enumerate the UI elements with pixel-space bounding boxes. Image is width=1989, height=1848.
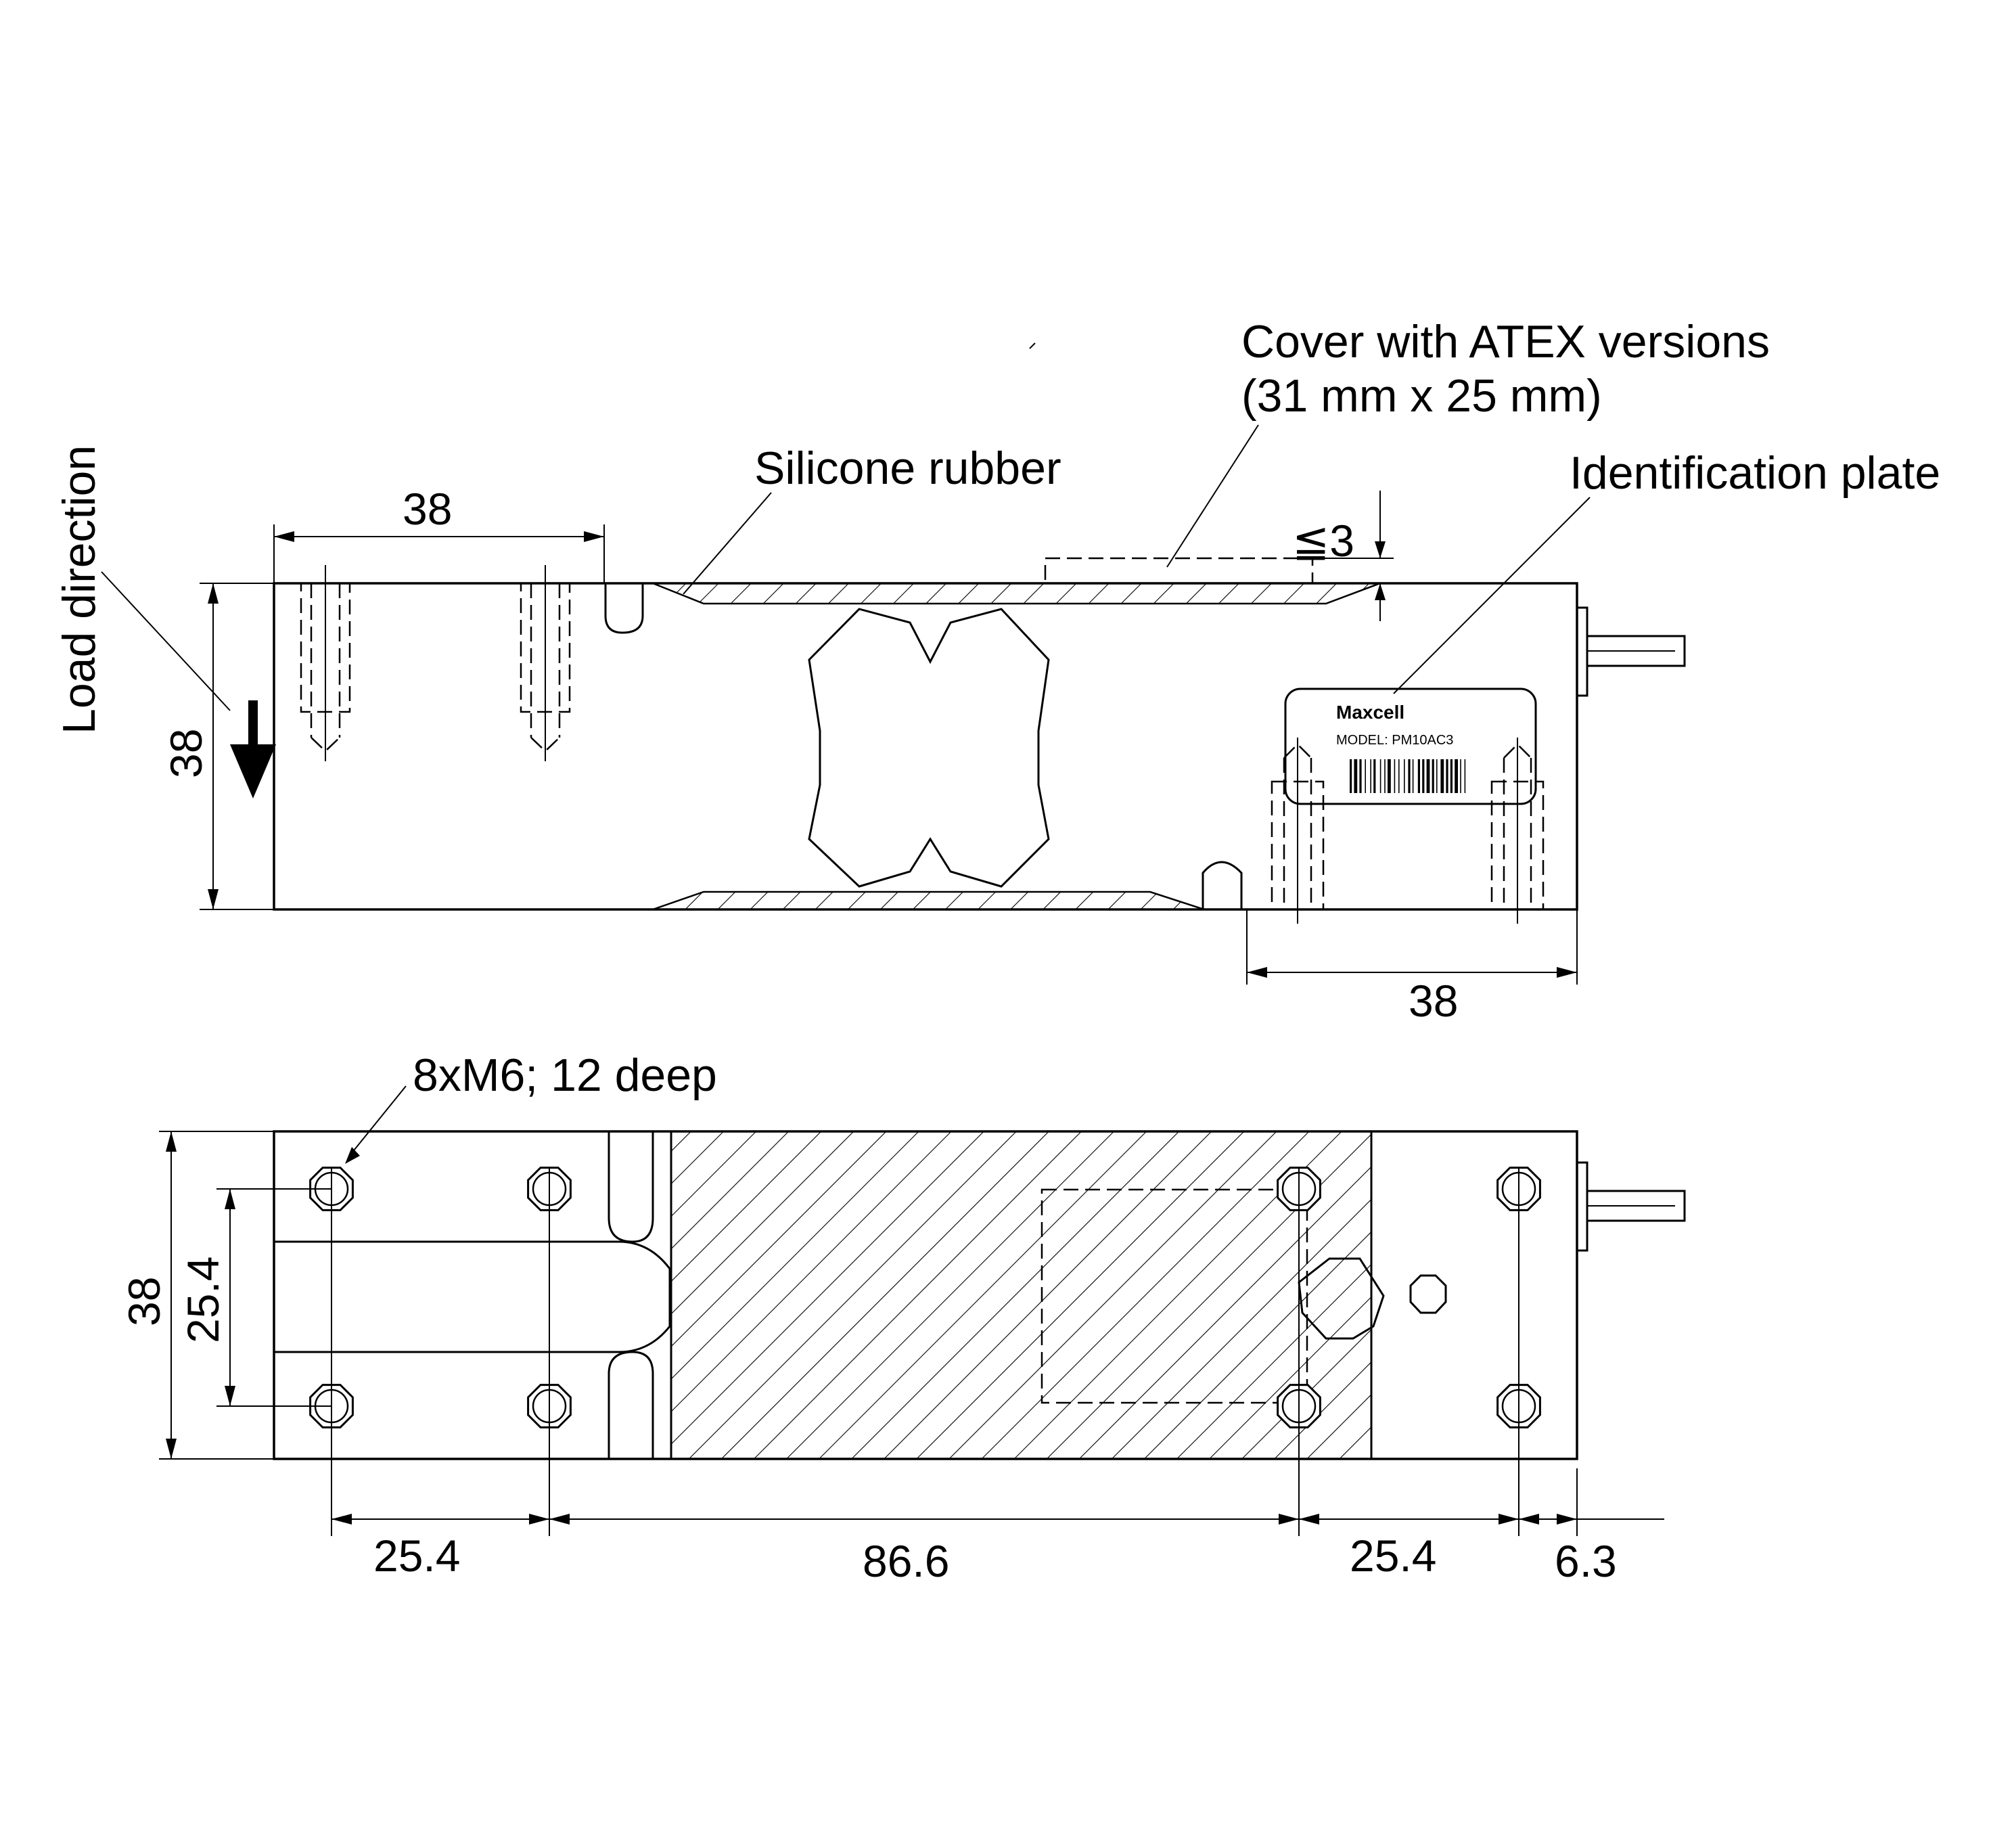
atex-cover-outline <box>1044 557 1314 585</box>
svg-text:38: 38 <box>119 1277 169 1326</box>
plate-barcode <box>1350 759 1466 793</box>
plan-view: 25.4 86.6 25.4 6.3 38 25.4 8xM6; 12 deep <box>119 1050 1686 1586</box>
strain-gauge-cavity <box>808 608 1050 888</box>
svg-text:≦3: ≦3 <box>1292 516 1354 566</box>
threaded-holes-plan <box>309 1167 1541 1428</box>
silicone-label: Silicone rubber <box>754 443 1061 494</box>
silicone-rubber-bottom <box>652 891 1205 911</box>
plan-cable <box>1576 1161 1686 1252</box>
dim-top-height: 38 <box>161 583 274 910</box>
identification-plate: Maxcell MODEL: PM10AC3 <box>1284 688 1537 805</box>
load-direction-arrow <box>230 700 276 798</box>
plan-hatched-area <box>670 1130 1373 1460</box>
side-cable <box>1576 606 1686 697</box>
dim-plan-height: 38 <box>119 1131 274 1460</box>
svg-text:38: 38 <box>1409 976 1458 1026</box>
dim-hole-spacing: 25.4 <box>178 1188 332 1407</box>
plate-brand: Maxcell <box>1336 702 1404 723</box>
dim-cover-max: ≦3 <box>1292 491 1394 621</box>
plan-large-hole <box>1298 1257 1385 1340</box>
svg-text:6.3: 6.3 <box>1555 1536 1617 1586</box>
side-view-body <box>273 582 1578 911</box>
id-plate-label: Identification plate <box>1570 447 1940 499</box>
side-slot-left <box>604 583 644 634</box>
svg-text:38: 38 <box>403 484 452 534</box>
svg-text:86.6: 86.6 <box>863 1536 949 1586</box>
atex-cover-footprint <box>1041 1188 1308 1404</box>
svg-text:38: 38 <box>161 729 211 778</box>
svg-text:25.4: 25.4 <box>178 1257 228 1343</box>
plate-model: MODEL: PM10AC3 <box>1336 733 1453 748</box>
dim-top-left-width: 38 <box>273 484 605 583</box>
side-view: Maxcell MODEL: PM10AC3 Load direction <box>53 316 1940 1026</box>
cover-label-line1: Cover with ATEX versions <box>1241 316 1770 367</box>
svg-text:25.4: 25.4 <box>1350 1531 1436 1581</box>
side-slot-right <box>1202 861 1243 909</box>
load-direction-label: Load direction <box>53 445 105 734</box>
svg-text:25.4: 25.4 <box>373 1531 460 1581</box>
dim-bottom-chain: 25.4 86.6 25.4 6.3 <box>332 1514 1664 1586</box>
plan-small-hole <box>1409 1274 1447 1314</box>
threaded-holes-bottom <box>1271 738 1545 924</box>
dim-top-right-width: 38 <box>1246 909 1578 1026</box>
silicone-rubber-top <box>652 582 1381 605</box>
thread-callout-label: 8xM6; 12 deep <box>413 1050 717 1101</box>
threaded-holes-top <box>300 565 571 761</box>
drawing-artifact <box>1029 342 1036 349</box>
cover-label-line2: (31 mm x 25 mm) <box>1241 370 1602 422</box>
